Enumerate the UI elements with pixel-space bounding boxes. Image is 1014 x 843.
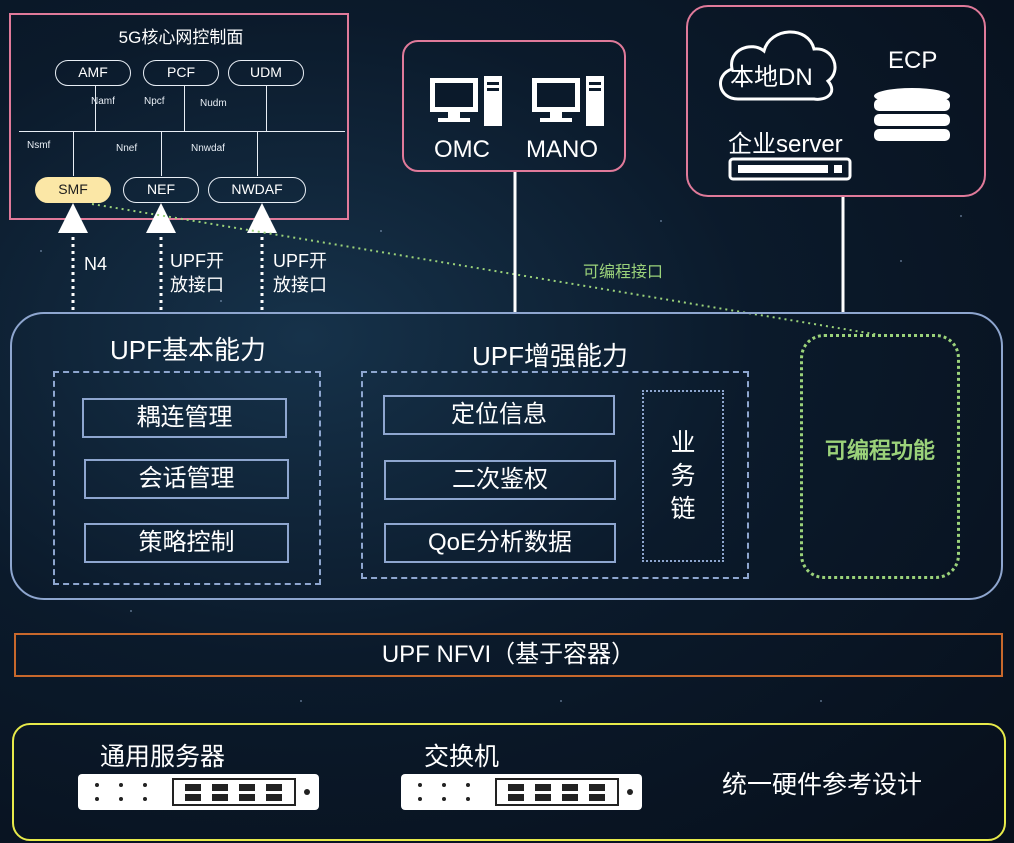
udm-node[interactable]: UDM	[228, 60, 304, 86]
programmable-function-label: 可编程功能	[824, 438, 935, 463]
local-dn-box: 本地DN ECP 企业server	[686, 5, 986, 197]
upf-nfvi-bar[interactable]: UPF NFVI（基于容器）	[14, 633, 1003, 677]
cloud-icon	[719, 30, 837, 101]
upf-enhanced-title: UPF增强能力	[472, 341, 629, 371]
coupling-management[interactable]: 耦连管理	[82, 398, 287, 438]
upf-enhanced-group: 定位信息 二次鉴权 QoE分析数据 业 务 链	[361, 371, 749, 579]
nnef-label: Nnef	[116, 143, 138, 154]
upf-box: UPF基本能力 UPF增强能力 耦连管理 会话管理 策略控制 定位信息 二次鉴权…	[10, 312, 1003, 600]
nef-link	[161, 131, 162, 176]
enterprise-server-label[interactable]: 企业server	[728, 131, 843, 158]
nudm-label: Nudm	[200, 98, 227, 109]
upf-basic-title: UPF基本能力	[110, 335, 267, 365]
smf-node[interactable]: SMF	[35, 177, 111, 203]
nef-node[interactable]: NEF	[123, 177, 199, 203]
upf-open-interface-label-2: UPF开 放接口	[273, 251, 327, 295]
programmable-function-box[interactable]: 可编程功能	[800, 334, 960, 579]
pcf-node[interactable]: PCF	[143, 60, 219, 86]
ecp-label[interactable]: ECP	[888, 47, 938, 74]
policy-control[interactable]: 策略控制	[84, 523, 289, 563]
hardware-box: 通用服务器 交换机 统一硬件参考设计	[12, 723, 1006, 841]
pcf-link	[184, 86, 185, 131]
omc-computer-icon	[430, 76, 502, 126]
switch-icon[interactable]	[400, 773, 643, 811]
namf-label: Namf	[91, 96, 115, 107]
upf-basic-group: 耦连管理 会话管理 策略控制	[53, 371, 321, 585]
local-dn-label[interactable]: 本地DN	[730, 64, 813, 91]
switch-label: 交换机	[424, 743, 500, 771]
general-server-icon[interactable]	[77, 773, 320, 811]
n4-label: N4	[84, 254, 108, 274]
secondary-authentication[interactable]: 二次鉴权	[384, 460, 616, 500]
service-chain-box[interactable]: 业 务 链	[642, 390, 724, 562]
oss-box: OMC MANO	[402, 40, 626, 172]
service-chain-label: 业 务 链	[670, 429, 696, 523]
session-management[interactable]: 会话管理	[84, 459, 289, 499]
programmable-interface-line	[91, 203, 881, 336]
amf-link	[95, 86, 96, 131]
amf-node[interactable]: AMF	[55, 60, 131, 86]
npcf-label: Npcf	[144, 96, 165, 107]
unified-hardware-label: 统一硬件参考设计	[722, 771, 923, 799]
nsmf-label: Nsmf	[27, 140, 51, 151]
smf-link	[73, 131, 74, 176]
core-title: 5G核心网控制面	[118, 28, 244, 47]
upf-open-interface-label-1: UPF开 放接口	[170, 251, 224, 295]
udm-link	[266, 86, 267, 131]
core-control-plane-box: 5G核心网控制面 AMF PCF UDM Namf Npcf Nudm Nsmf…	[9, 13, 349, 220]
programmable-interface-label: 可编程接口	[583, 264, 664, 281]
mano-label[interactable]: MANO	[526, 136, 598, 163]
omc-label[interactable]: OMC	[434, 136, 490, 163]
rack-server-icon	[728, 157, 852, 181]
location-info[interactable]: 定位信息	[383, 395, 615, 435]
qoe-analytics-data[interactable]: QoE分析数据	[384, 523, 616, 563]
nwdaf-node[interactable]: NWDAF	[208, 177, 306, 203]
nwdaf-link	[257, 131, 258, 176]
database-icon	[874, 88, 950, 141]
service-bus	[19, 131, 345, 132]
general-server-label: 通用服务器	[100, 743, 226, 771]
mano-computer-icon	[532, 76, 604, 126]
nnwdaf-label: Nnwdaf	[191, 143, 225, 154]
